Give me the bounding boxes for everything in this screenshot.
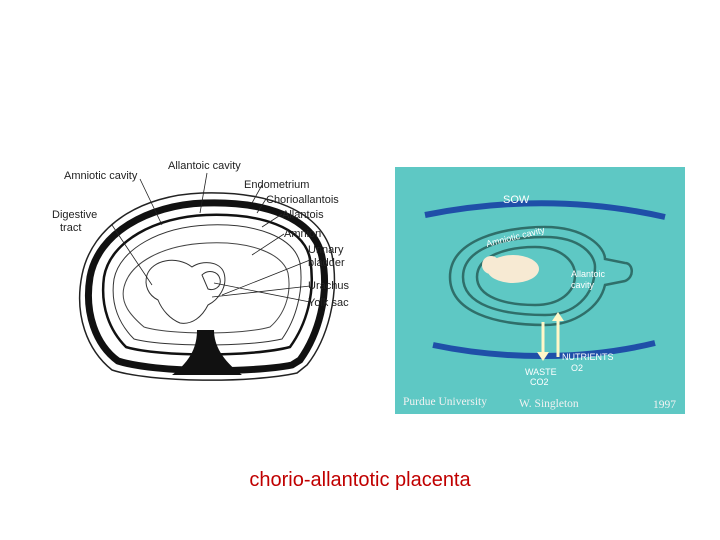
- credit-institution: Purdue University: [403, 396, 487, 408]
- label-yolk-sac: Yolk sac: [308, 297, 349, 309]
- label-urachus: Urachus: [308, 280, 349, 292]
- label-co2: CO2: [530, 377, 549, 387]
- endometrium-band: [84, 199, 328, 375]
- label-urinary-bladder-2: bladder: [308, 257, 345, 269]
- label-digestive-tract-1: Digestive: [52, 209, 97, 221]
- label-waste: WASTE: [525, 367, 557, 377]
- photo-background: [395, 167, 685, 414]
- label-amnion: Amnion: [284, 228, 321, 240]
- label-allantoic-cavity-2: cavity: [571, 280, 595, 290]
- label-allantoic-cavity: Allantoic cavity: [168, 160, 241, 172]
- fetus-shape: [487, 255, 539, 283]
- label-sow: SOW: [503, 194, 530, 206]
- label-chorioallantois: Chorioallantois: [266, 194, 339, 206]
- label-allantois: Allantois: [282, 209, 324, 221]
- yolk-sac-shape: [201, 271, 221, 290]
- endometrium-outline: [78, 192, 336, 381]
- umbilical-stalk: [172, 330, 242, 375]
- label-amniotic-cavity: Amniotic cavity: [64, 170, 138, 182]
- slide-caption: chorio-allantotic placenta: [249, 469, 471, 491]
- label-digestive-tract-2: tract: [60, 222, 81, 234]
- fetal-membranes-diagram: Amniotic cavity Allantoic cavity Endomet…: [52, 160, 349, 381]
- sow-band-top: [424, 200, 666, 220]
- label-nutrients: NUTRIENTS: [562, 352, 614, 362]
- chorioallantois-outline: [101, 213, 314, 356]
- fetus-head: [482, 256, 500, 274]
- label-allantoic-cavity-1: Allantoic: [571, 269, 606, 279]
- fetus-outline: [145, 259, 226, 324]
- credit-year: 1997: [653, 399, 676, 411]
- label-urinary-bladder-1: Urinary: [308, 244, 344, 256]
- label-endometrium: Endometrium: [244, 179, 309, 191]
- leader-lines: [111, 172, 311, 303]
- exchange-arrows: [537, 312, 564, 361]
- membrane-loops: [448, 225, 633, 327]
- label-o2: O2: [571, 363, 583, 373]
- placenta-photo-diagram: SOW Amniotic cavity Allantoic cavity NUT…: [395, 167, 685, 414]
- credit-author: W. Singleton: [519, 398, 579, 410]
- amnion-outline: [122, 242, 290, 334]
